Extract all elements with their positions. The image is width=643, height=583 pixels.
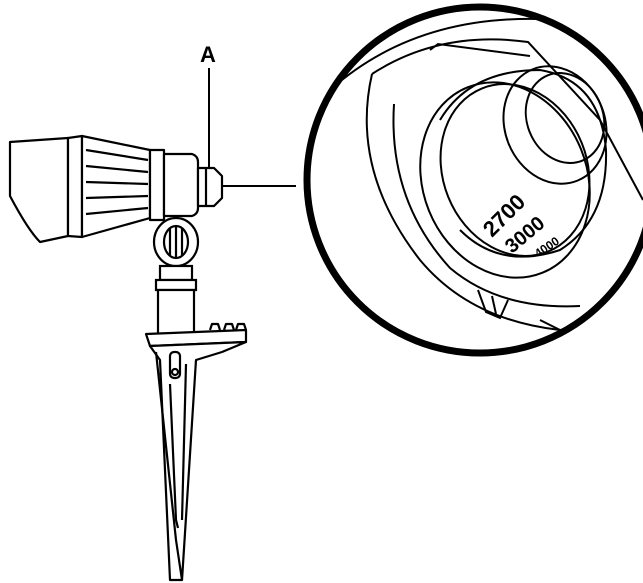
stem [154, 264, 198, 336]
knuckle-joint [152, 216, 200, 268]
magnified-detail: 2700 3000 4000 [303, 3, 643, 357]
callout-label: A [200, 42, 216, 67]
ground-stake [144, 322, 248, 582]
magnifier-ring [303, 3, 643, 357]
callout-a: A [200, 42, 216, 168]
spotlight-head [8, 134, 224, 244]
